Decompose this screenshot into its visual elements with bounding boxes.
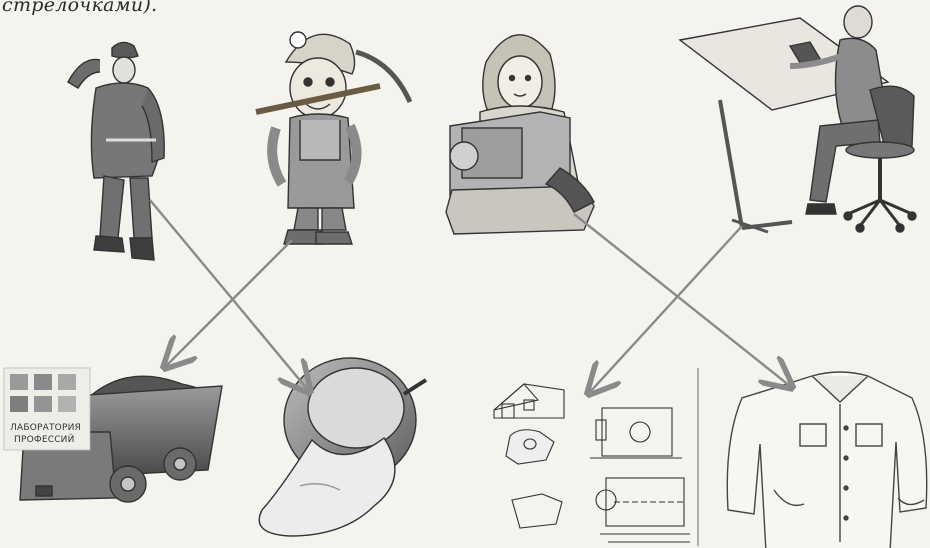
molten-metal-ladle xyxy=(258,357,428,537)
arrow-seamstress-to-shirt xyxy=(573,213,790,386)
badge-line-2: ПРОФЕССИЙ xyxy=(14,433,75,445)
ore-cart xyxy=(19,375,223,503)
badge-line-1: ЛАБОРАТОРИЯ xyxy=(10,423,81,433)
task-caption: стрелочками). xyxy=(2,0,158,16)
seamstress-figure xyxy=(445,34,595,235)
arrow-miner-to-cart xyxy=(166,239,293,366)
draftsman-figure xyxy=(678,5,917,234)
lab-badge: ЛАБОРАТОРИЯ ПРОФЕССИЙ xyxy=(3,367,91,451)
technical-drawings xyxy=(493,368,699,546)
miner-figure xyxy=(255,31,413,245)
steelworker-figure xyxy=(67,41,165,261)
arrow-steelworker-to-ladle xyxy=(149,199,308,390)
matching-arrows xyxy=(149,199,790,392)
arrow-draftsman-to-drawings xyxy=(590,225,743,392)
shirt xyxy=(726,371,928,548)
